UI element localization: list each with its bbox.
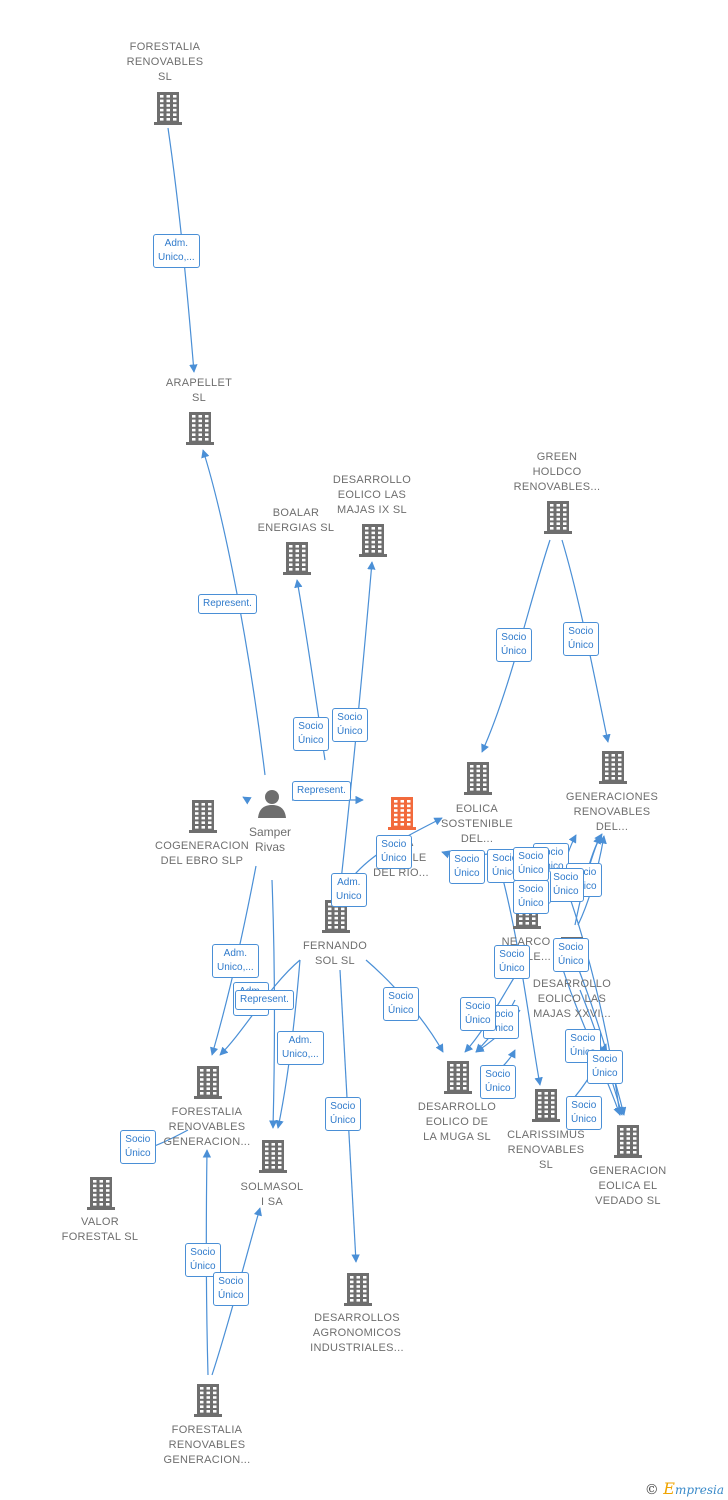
relation-label[interactable]: Socio Único (120, 1130, 156, 1164)
relation-label[interactable]: Socio Único (213, 1272, 249, 1306)
person-icon[interactable] (257, 788, 287, 818)
company-label[interactable]: FORESTALIA RENOVABLES GENERACION... (163, 1424, 251, 1466)
relation-label[interactable]: Adm. Unico,... (212, 944, 259, 978)
relation-label[interactable]: Socio Único (293, 717, 329, 751)
company-building-icon[interactable] (598, 749, 628, 785)
relation-label[interactable]: Socio Único (563, 622, 599, 656)
company-label[interactable]: DESARROLLO EOLICO LAS MAJAS XXVI... (532, 978, 612, 1020)
company-building-icon[interactable] (188, 798, 218, 834)
copyright-symbol: © (644, 1482, 659, 1498)
relation-label[interactable]: Socio Único (553, 938, 589, 972)
company-label[interactable]: FORESTALIA RENOVABLES GENERACION... (163, 1106, 251, 1148)
brand-name: mpresia (674, 1483, 724, 1497)
relation-label[interactable]: Socio Único (325, 1097, 361, 1131)
company-label[interactable]: GREEN HOLDCO RENOVABLES... (513, 451, 601, 493)
relation-label[interactable]: Adm. Unico (331, 873, 367, 907)
relation-edge (574, 959, 627, 1116)
relation-label[interactable]: Socio Único (513, 880, 549, 914)
focus-company-building-icon[interactable] (387, 795, 417, 831)
relation-edge (497, 859, 543, 1086)
relation-label[interactable]: Adm. Unico,... (277, 1031, 324, 1065)
company-label[interactable]: EOLICA SOSTENIBLE DEL... (440, 803, 514, 845)
relation-label[interactable]: Represent. (235, 990, 294, 1010)
company-building-icon[interactable] (613, 1123, 643, 1159)
company-label[interactable]: DESARROLLO EOLICO LAS MAJAS IX SL (332, 474, 412, 516)
company-building-icon[interactable] (343, 1271, 373, 1307)
company-building-icon[interactable] (543, 499, 573, 535)
relation-label[interactable]: Socio Único (548, 868, 584, 902)
company-building-icon[interactable] (193, 1064, 223, 1100)
company-label[interactable]: SOLMASOL I SA (240, 1181, 304, 1208)
company-label[interactable]: BOALAR ENERGIAS SL (257, 507, 335, 534)
company-label[interactable]: VALOR FORESTAL SL (61, 1216, 139, 1243)
company-label[interactable]: FERNANDO SOL SL (302, 940, 368, 967)
relation-edge (201, 449, 266, 776)
company-building-icon[interactable] (193, 1382, 223, 1418)
relation-label[interactable]: Socio Único (494, 945, 530, 979)
relation-label[interactable]: Socio Único (376, 835, 412, 869)
relation-label[interactable]: Socio Único (383, 987, 419, 1021)
company-building-icon[interactable] (443, 1059, 473, 1095)
company-label[interactable]: DESARROLLOS AGRONOMICOS INDUSTRIALES... (310, 1312, 404, 1354)
relation-edge (242, 796, 252, 805)
company-building-icon[interactable] (358, 522, 388, 558)
relation-label[interactable]: Socio Único (460, 997, 496, 1031)
relation-label[interactable]: Socio Único (332, 708, 368, 742)
empresia-footer: © Empresia (645, 1479, 724, 1498)
relation-label[interactable]: Represent. (292, 781, 351, 801)
company-building-icon[interactable] (86, 1175, 116, 1211)
relation-label[interactable]: Socio Único (480, 1065, 516, 1099)
company-building-icon[interactable] (153, 90, 183, 126)
company-building-icon[interactable] (282, 540, 312, 576)
company-label[interactable]: ARAPELLET SL (165, 377, 233, 404)
company-building-icon[interactable] (321, 898, 351, 934)
relation-label[interactable]: Adm. Unico,... (153, 234, 200, 268)
relation-label[interactable]: Socio Único (513, 847, 549, 881)
relation-label[interactable]: Socio Único (449, 850, 485, 884)
relation-label[interactable]: Socio Único (185, 1243, 221, 1277)
company-label[interactable]: COGENERACION DEL EBRO SLP (154, 840, 250, 867)
company-label[interactable]: DESARROLLO EOLICO DE LA MUGA SL (417, 1101, 497, 1143)
person-label[interactable]: Samper Rivas (248, 825, 292, 854)
company-building-icon[interactable] (531, 1087, 561, 1123)
relation-label[interactable]: Socio Único (587, 1050, 623, 1084)
relation-label[interactable]: Socio Único (566, 1096, 602, 1130)
company-label[interactable]: FORESTALIA RENOVABLES SL (126, 41, 204, 83)
company-building-icon[interactable] (185, 410, 215, 446)
company-label[interactable]: GENERACION EOLICA EL VEDADO SL (589, 1165, 667, 1207)
relation-label[interactable]: Socio Único (496, 628, 532, 662)
company-building-icon[interactable] (463, 760, 493, 796)
company-building-icon[interactable] (258, 1138, 288, 1174)
company-label[interactable]: CLARISSIMUS RENOVABLES SL (507, 1129, 585, 1171)
brand-initial: E (663, 1479, 675, 1498)
company-label[interactable]: GENERACIONES RENOVABLES DEL... (565, 791, 659, 833)
relation-label[interactable]: Represent. (198, 594, 257, 614)
